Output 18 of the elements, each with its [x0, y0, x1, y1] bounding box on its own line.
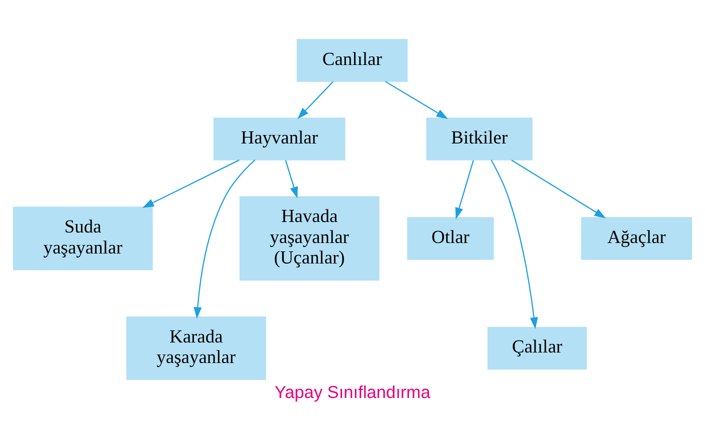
arrow — [384, 80, 448, 120]
node-box: Suda yaşayanlar — [12, 206, 153, 270]
node-box: Canlılar — [296, 39, 408, 82]
arrow — [455, 160, 474, 220]
arrow — [142, 160, 240, 208]
arrow — [511, 160, 606, 218]
node-box: Hayvanlar — [214, 118, 346, 160]
arrow — [490, 160, 538, 329]
node-box: Havada yaşayanlar (Uçanlar) — [240, 196, 380, 281]
node-box: Ağaçlar — [581, 217, 692, 260]
arrow — [285, 160, 298, 198]
node-box: Karada yaşayanlar — [126, 316, 266, 380]
arrow — [194, 159, 256, 319]
caption: Yapay Sınıflandırma — [274, 382, 430, 402]
arrow — [297, 81, 334, 119]
node-box: Otlar — [407, 217, 494, 260]
node-box: Çalılar — [487, 326, 587, 370]
node-box: Bitkiler — [426, 118, 533, 160]
